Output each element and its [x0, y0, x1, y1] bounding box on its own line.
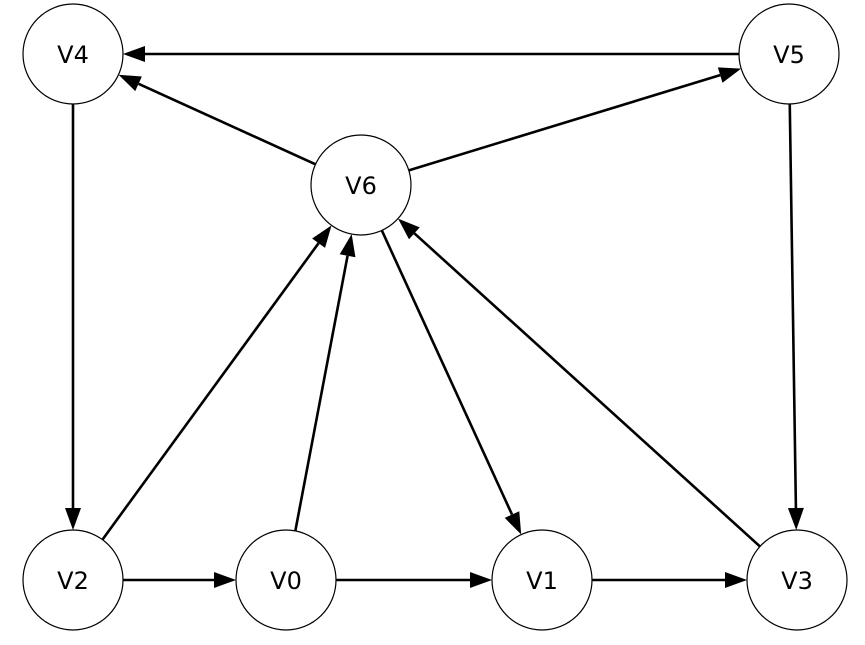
edge-v6-v4: [118, 74, 317, 166]
edge-line: [788, 103, 798, 509]
node-v3: V3: [746, 529, 848, 631]
node-circle: [491, 529, 593, 631]
arrowhead-icon: [398, 218, 420, 240]
arrowhead-icon: [118, 74, 142, 92]
node-label: V0: [270, 567, 302, 595]
node-v1: V1: [491, 529, 593, 631]
edge-line: [138, 82, 317, 166]
edge-v2-v0: [123, 572, 236, 588]
arrowhead-icon: [470, 572, 492, 588]
edge-v6-v1: [380, 229, 522, 535]
edge-line: [101, 242, 320, 541]
edge-v2-v6: [101, 225, 332, 541]
edge-v0-v1: [336, 572, 492, 588]
arrowhead-icon: [65, 508, 81, 530]
node-label: V1: [526, 567, 558, 595]
edge-line: [408, 73, 721, 172]
edge-v5-v4: [123, 46, 739, 62]
arrowhead-icon: [725, 572, 747, 588]
node-label: V4: [57, 41, 89, 69]
arrowhead-icon: [787, 507, 804, 531]
node-v2: V2: [22, 529, 124, 631]
node-v6: V6: [310, 134, 412, 236]
arrowhead-icon: [123, 46, 145, 62]
edge-v3-v6: [398, 218, 761, 548]
node-circle: [310, 134, 412, 236]
arrowhead-icon: [214, 572, 236, 588]
node-label: V2: [57, 567, 89, 595]
arrowhead-icon: [339, 234, 356, 258]
edge-v1-v3: [592, 572, 747, 588]
edge-line: [294, 255, 349, 532]
node-circle: [22, 3, 124, 105]
node-v5: V5: [738, 3, 840, 105]
edge-v4-v2: [65, 104, 81, 530]
edges-layer: [65, 46, 804, 588]
node-label: V6: [345, 172, 377, 200]
arrowhead-icon: [717, 67, 742, 83]
edge-line: [380, 229, 514, 516]
node-circle: [235, 529, 337, 631]
node-circle: [22, 529, 124, 631]
node-circle: [738, 3, 840, 105]
node-circle: [746, 529, 848, 631]
arrowhead-icon: [504, 511, 522, 535]
edge-v0-v6: [294, 234, 356, 532]
edge-v5-v3: [787, 103, 804, 531]
node-label: V5: [773, 41, 805, 69]
node-label: V3: [781, 567, 813, 595]
node-v4: V4: [22, 3, 124, 105]
edge-v6-v5: [408, 67, 742, 172]
arrowhead-icon: [312, 225, 332, 248]
node-v0: V0: [235, 529, 337, 631]
edge-line: [413, 232, 761, 548]
